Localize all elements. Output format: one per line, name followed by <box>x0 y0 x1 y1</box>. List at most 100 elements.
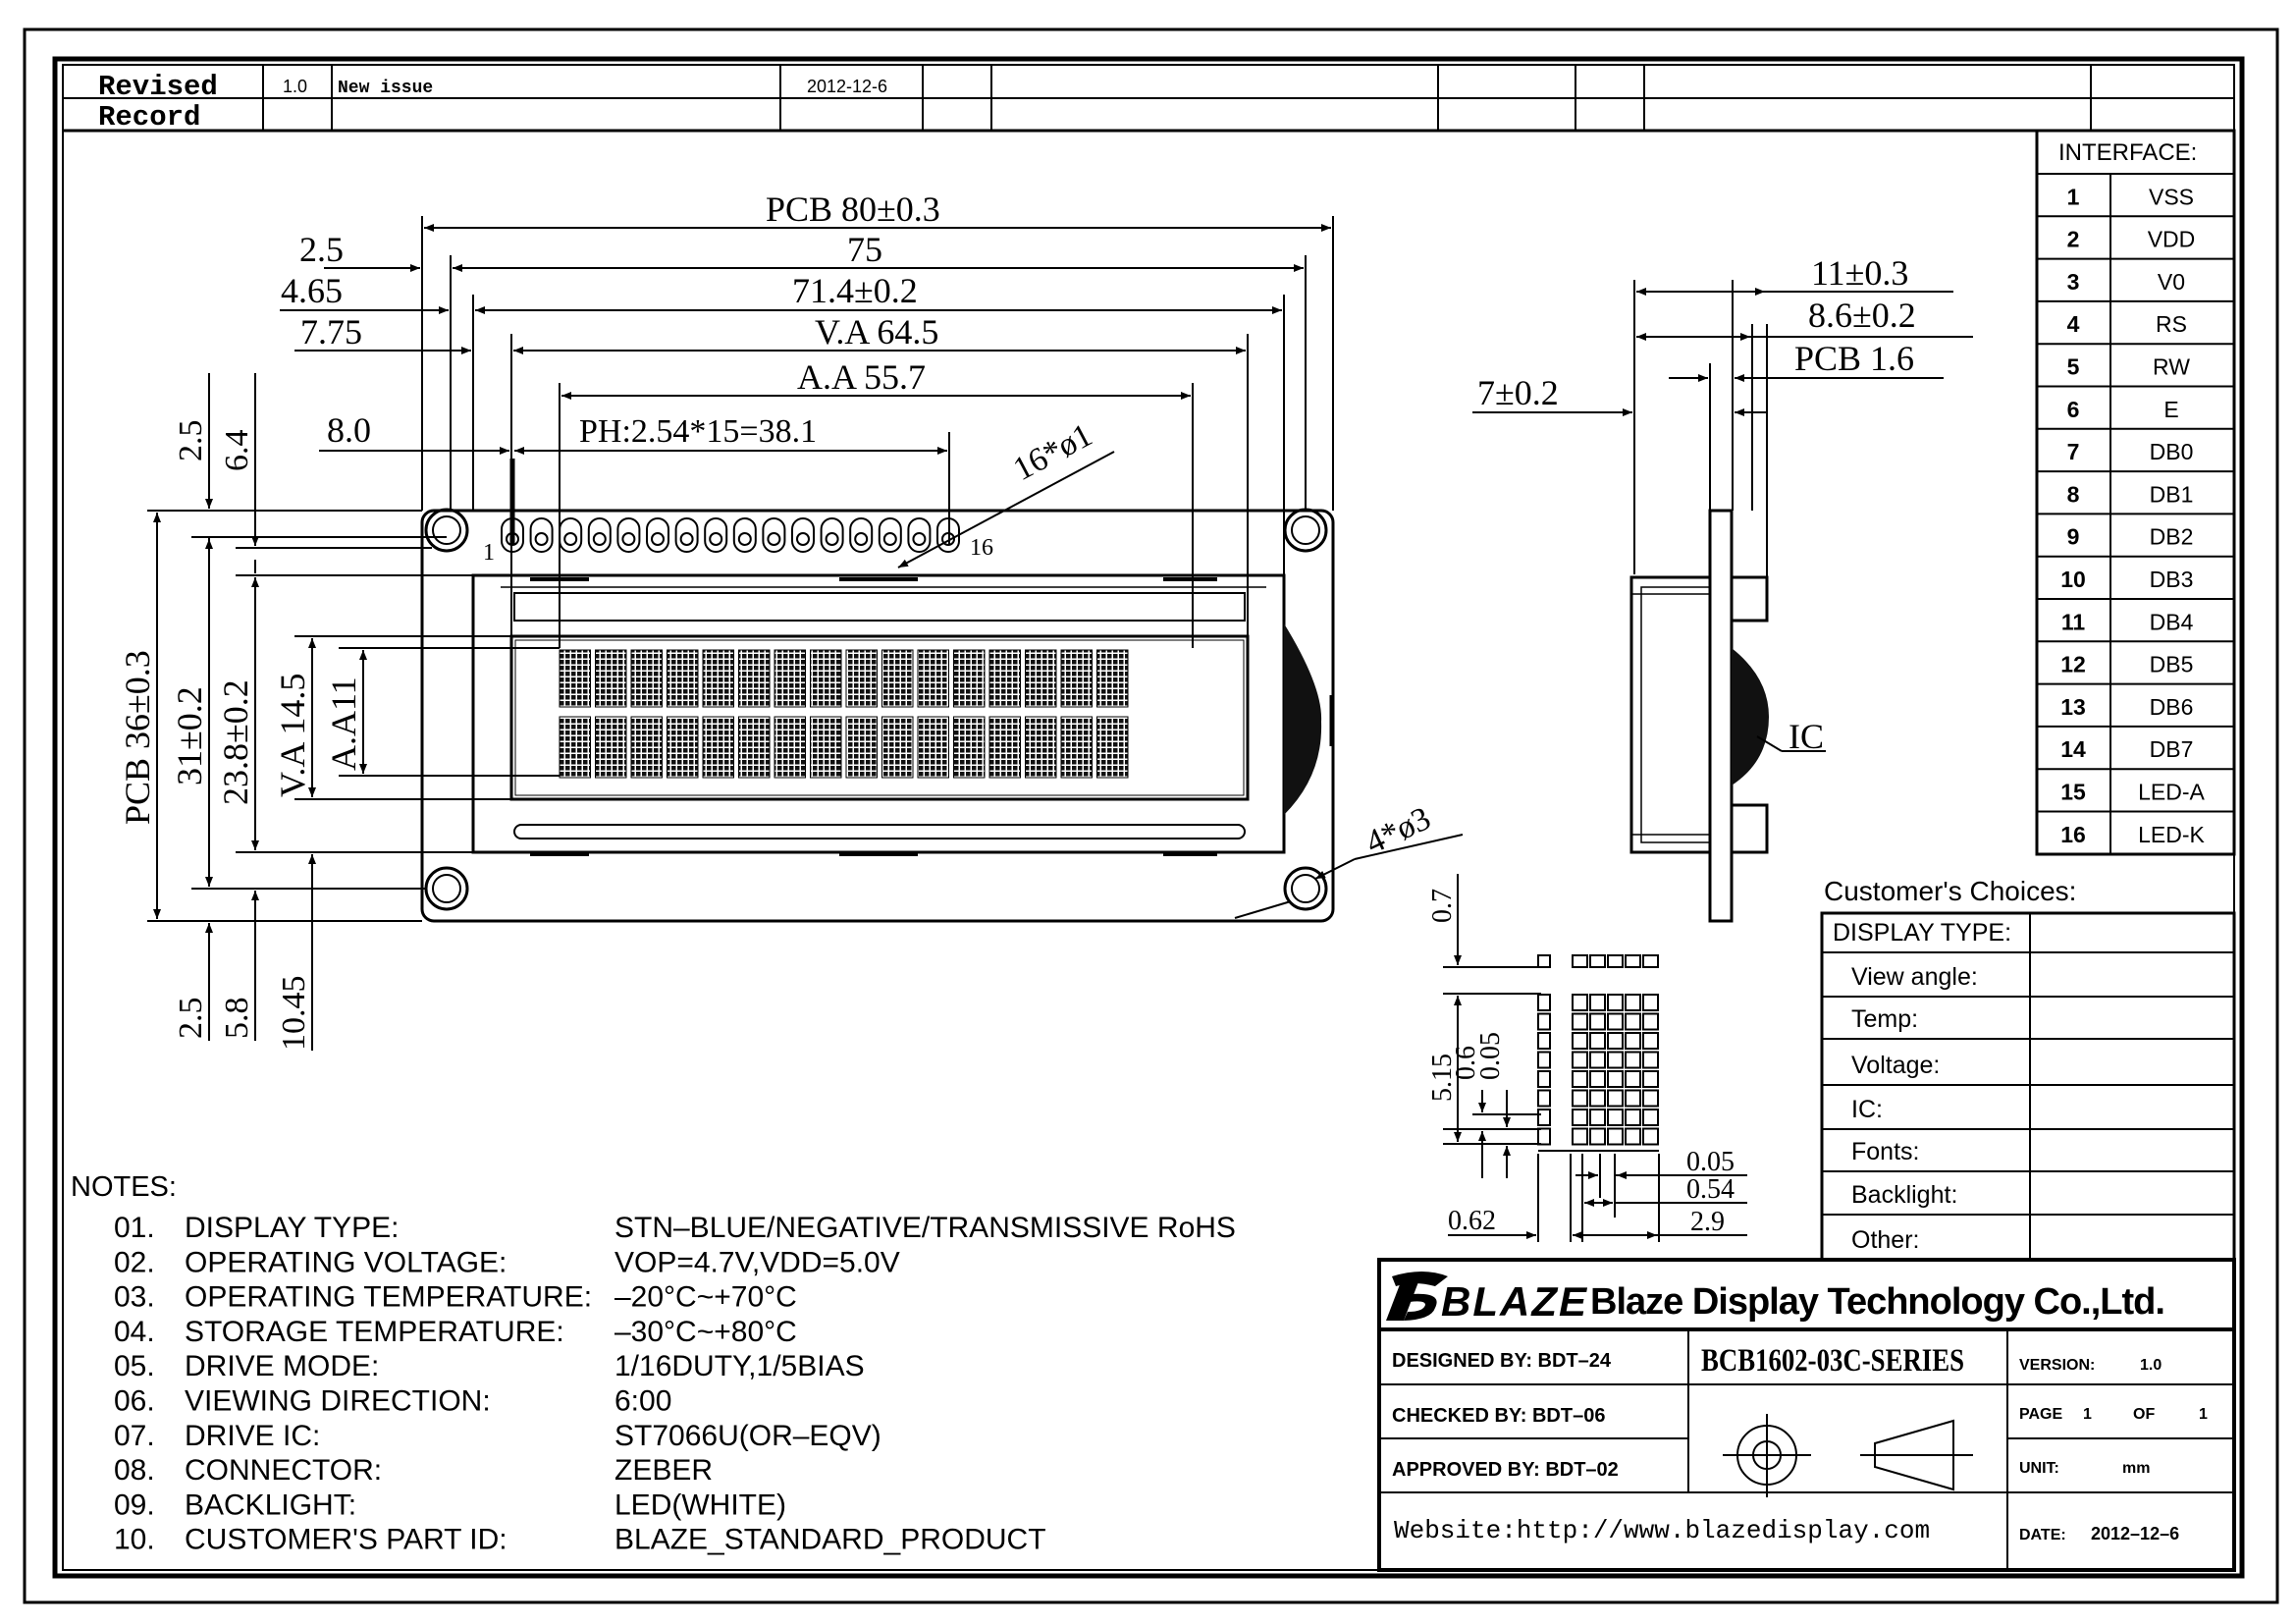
checked-by: CHECKED BY: BDT–06 <box>1392 1405 1605 1427</box>
logo-text: BLAZE <box>1441 1278 1588 1325</box>
page-of: OF <box>2133 1406 2155 1423</box>
note-number: 04. <box>114 1316 155 1348</box>
projection-symbol-icon <box>1723 1414 1973 1497</box>
notes-title: NOTES: <box>71 1171 177 1203</box>
mount-hole-br <box>1283 866 1328 911</box>
character-cell <box>702 649 734 708</box>
dim-pin-pitch: PH:2.54*15=38.1 <box>579 413 817 450</box>
side-view <box>1472 280 1973 923</box>
ic-label: IC <box>1789 717 1824 756</box>
revision-description: New issue <box>338 79 433 98</box>
character-cell <box>559 649 591 708</box>
character-cell <box>738 716 771 779</box>
character-cell <box>810 649 842 708</box>
pin-label-1: 1 <box>483 540 495 566</box>
character-cell <box>917 649 949 708</box>
customer-choices-title: Customer's Choices: <box>1824 876 2076 906</box>
pin-signal: RS <box>2156 311 2187 337</box>
choice-table: DISPLAY TYPE:View angle:Temp:Voltage:IC:… <box>1820 911 2236 1262</box>
connector-pin <box>907 517 932 553</box>
blaze-logo-icon <box>1386 1272 1448 1321</box>
dot-detail <box>1537 954 1659 1152</box>
part-number: BCB1602-03C-SERIES <box>1701 1343 1964 1379</box>
note-item: 07.DRIVE IC:ST7066U(OR–EQV) <box>114 1420 881 1452</box>
dim-height-31: 31±0.2 <box>170 686 209 785</box>
character-cell <box>667 716 699 779</box>
revision-label-2: Record <box>98 101 200 134</box>
dim-height-23-8: 23.8±0.2 <box>216 679 255 805</box>
pin-signal: DB7 <box>2150 736 2194 762</box>
pin-signal: LED-K <box>2138 822 2205 847</box>
note-item: 09.BACKLIGHT:LED(WHITE) <box>114 1489 786 1521</box>
pin-number: 4 <box>2067 311 2080 337</box>
pin-signal: DB4 <box>2150 609 2194 634</box>
note-item: 08.CONNECTOR:ZEBER <box>114 1454 713 1487</box>
pin-signal: DB3 <box>2150 567 2194 592</box>
website: Website:http://www.blazedisplay.com <box>1394 1516 1930 1545</box>
front-dimensions <box>147 216 1464 1051</box>
dim-mount-holes: 4*ø3 <box>1361 800 1436 861</box>
note-value: VOP=4.7V,VDD=5.0V <box>614 1246 900 1278</box>
choice-row: DISPLAY TYPE: <box>1833 919 2011 947</box>
connector-pin <box>529 517 554 553</box>
character-cell <box>881 716 914 779</box>
note-label: DRIVE MODE: <box>185 1350 379 1382</box>
character-cell <box>595 716 627 779</box>
dim-pcb-width: PCB 80±0.3 <box>766 189 940 229</box>
choice-label: View angle: <box>1851 963 1978 991</box>
connector-pin <box>704 517 728 553</box>
date-value: 2012–12–6 <box>2091 1524 2179 1543</box>
note-value: STN–BLUE/NEGATIVE/TRANSMISSIVE RoHS <box>614 1212 1236 1244</box>
connector-pin <box>878 517 902 553</box>
approved-by: APPROVED BY: BDT–02 <box>1392 1459 1619 1481</box>
mount-hole-tl <box>424 508 469 553</box>
dim-bottom-5-8: 5.8 <box>219 998 255 1040</box>
character-cell <box>988 649 1021 708</box>
interface-row: 1 VSS <box>2037 184 2234 218</box>
dim-bottom-10-45: 10.45 <box>276 976 312 1052</box>
dim-bottom-2-5: 2.5 <box>173 998 209 1040</box>
bezel <box>471 573 1286 854</box>
note-number: 06. <box>114 1385 155 1418</box>
character-cell <box>702 716 734 779</box>
note-number: 01. <box>114 1212 155 1244</box>
dim-left-8-0: 8.0 <box>327 410 371 450</box>
pin-signal: DB0 <box>2150 439 2194 464</box>
inner-frame <box>52 56 2245 1579</box>
note-label: VIEWING DIRECTION: <box>185 1385 491 1418</box>
page-total: 1 <box>2199 1406 2208 1423</box>
pin-number: 10 <box>2060 567 2086 592</box>
interface-row: 9 DB2 <box>2037 524 2234 558</box>
note-item: 06.VIEWING DIRECTION:6:00 <box>114 1385 671 1418</box>
character-cell <box>1060 716 1093 779</box>
pin-signal: VSS <box>2149 184 2194 209</box>
connector-pin <box>587 517 612 553</box>
dim-left-7-75: 7.75 <box>300 312 362 352</box>
pin-signal: DB2 <box>2150 524 2194 550</box>
pin-number: 14 <box>2060 736 2086 762</box>
dim-dot-0-62: 0.62 <box>1448 1206 1496 1236</box>
interface-row: 14 DB7 <box>2037 736 2234 771</box>
choice-label: Fonts: <box>1851 1138 1919 1165</box>
pin-number: 8 <box>2067 481 2080 507</box>
pin-number: 2 <box>2067 227 2080 252</box>
note-value: BLAZE_STANDARD_PRODUCT <box>614 1524 1046 1556</box>
pin-signal: V0 <box>2158 269 2185 295</box>
choice-row: IC: <box>1822 1084 2234 1123</box>
dim-dot-5-15: 5.15 <box>1427 1054 1458 1102</box>
pin-number: 1 <box>2067 184 2080 209</box>
character-cell <box>810 716 842 779</box>
note-label: STORAGE TEMPERATURE: <box>185 1316 564 1348</box>
outer-frame <box>23 27 2279 1604</box>
pin-number: 9 <box>2067 524 2080 550</box>
viewing-area <box>509 634 1250 801</box>
note-label: DRIVE IC: <box>185 1420 320 1452</box>
